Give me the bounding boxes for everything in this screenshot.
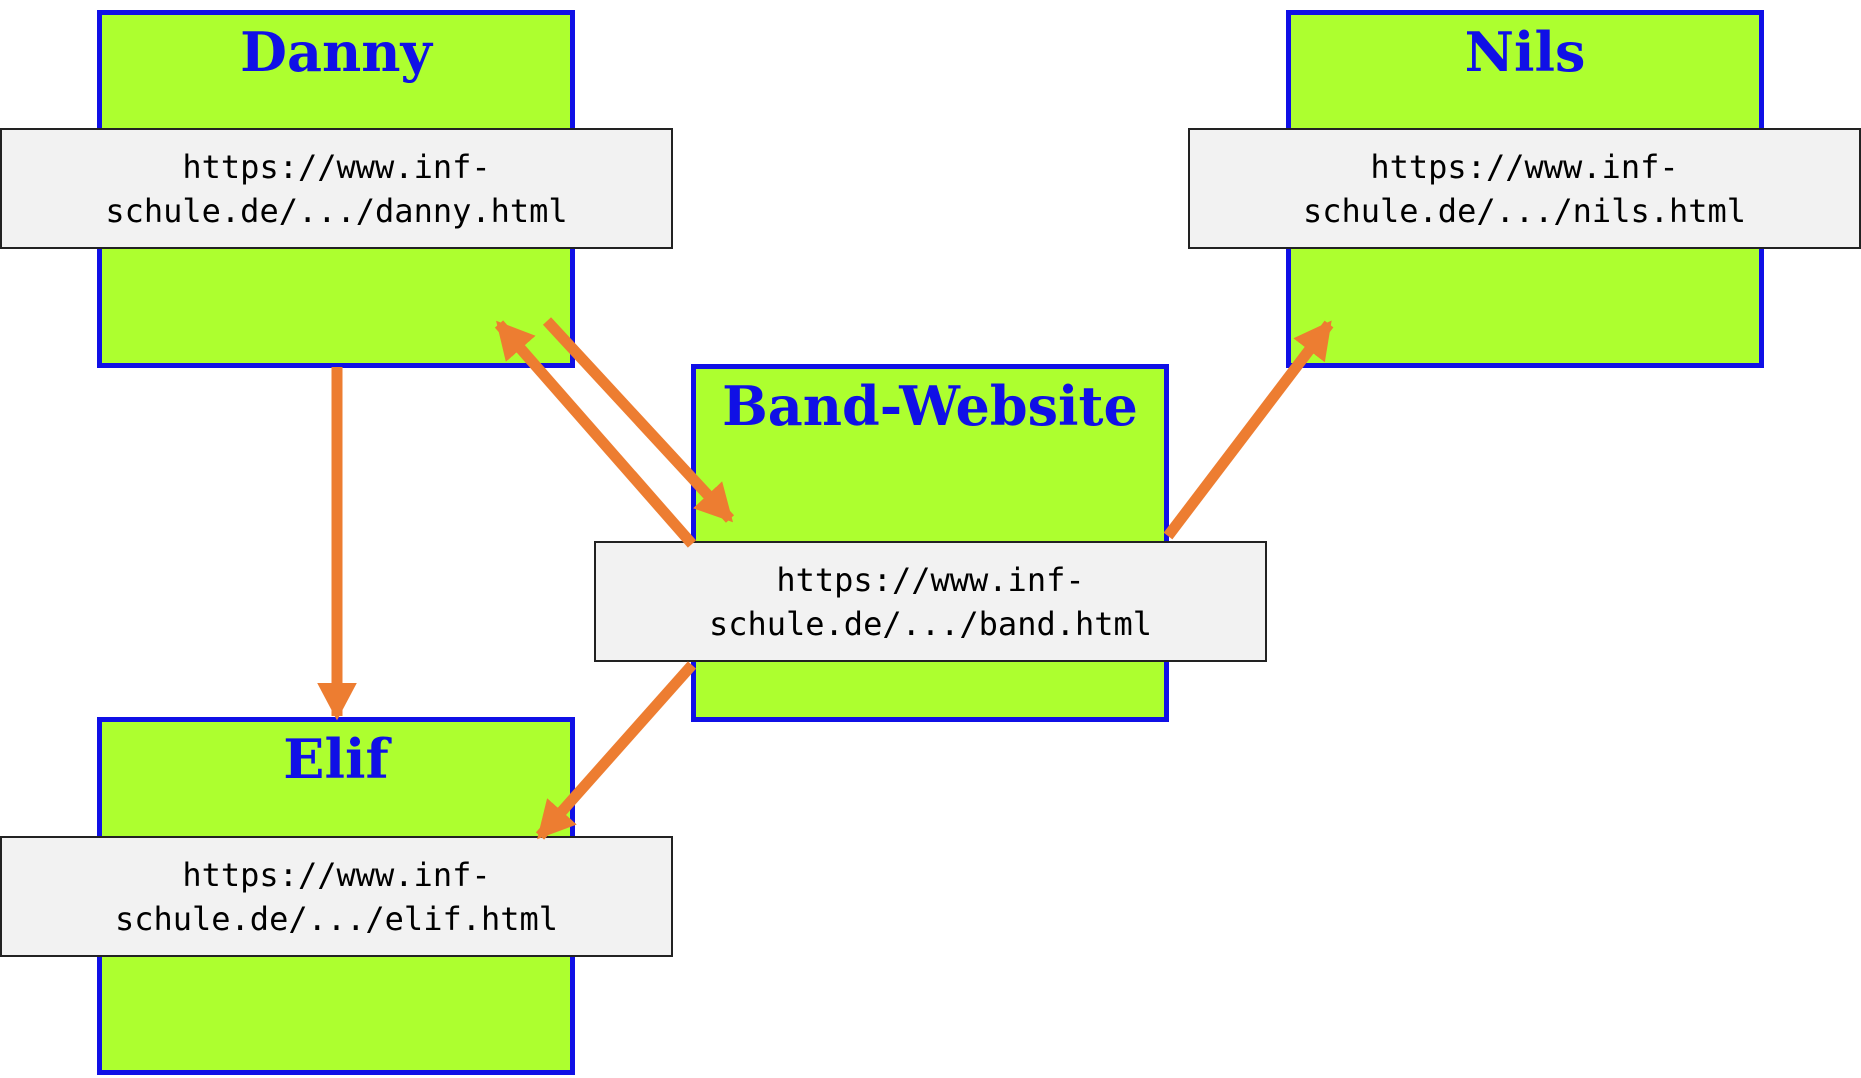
page-title-danny: Danny (240, 20, 432, 84)
url-text-elif: https://www.inf- schule.de/.../elif.html (114, 855, 559, 938)
page-title-band: Band-Website (722, 374, 1138, 438)
page-title-elif: Elif (283, 727, 389, 791)
url-box-danny: https://www.inf- schule.de/.../danny.htm… (0, 128, 673, 249)
url-box-band: https://www.inf- schule.de/.../band.html (594, 541, 1267, 662)
url-text-danny: https://www.inf- schule.de/.../danny.htm… (105, 147, 568, 230)
url-text-nils: https://www.inf- schule.de/.../nils.html (1302, 147, 1747, 230)
url-box-nils: https://www.inf- schule.de/.../nils.html (1188, 128, 1861, 249)
page-title-nils: Nils (1464, 20, 1586, 84)
url-text-band: https://www.inf- schule.de/.../band.html (708, 560, 1153, 643)
url-box-elif: https://www.inf- schule.de/.../elif.html (0, 836, 673, 957)
